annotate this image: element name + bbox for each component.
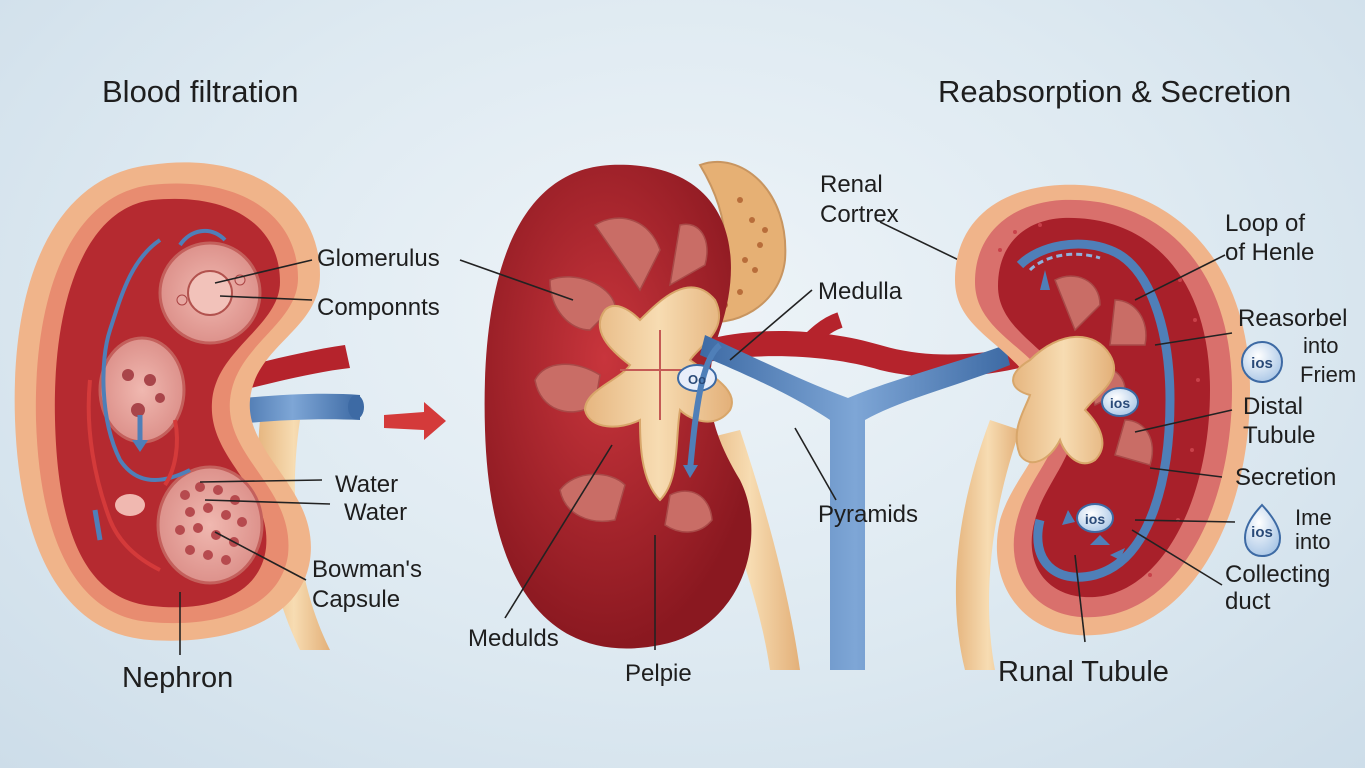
label-cortrex: Cortrex — [820, 201, 899, 228]
label-friem: Friem — [1300, 362, 1356, 387]
right-leader-lines — [1074, 254, 1236, 643]
center-ion-text: Oo — [688, 372, 706, 387]
label-reasorbel: Reasorbel — [1238, 305, 1347, 332]
renal-vein — [700, 335, 1010, 670]
label-runal-tubule: Runal Tubule — [998, 656, 1169, 688]
left-vein — [225, 393, 360, 425]
label-medulds: Medulds — [468, 625, 559, 652]
ion-droplet-icon-1 — [1241, 341, 1283, 383]
left-vein-end — [348, 395, 364, 419]
glomerulus-core — [187, 270, 233, 316]
label-components: Componnts — [317, 294, 440, 321]
ion-text-3: ios — [1110, 395, 1130, 411]
label-duct: duct — [1225, 588, 1271, 615]
label-ime: Ime — [1295, 505, 1332, 530]
right-ureter — [955, 420, 1020, 670]
ion-bubble-kidney-2 — [1076, 503, 1114, 533]
label-tubule: Tubule — [1243, 422, 1316, 449]
center-kidney — [484, 160, 1032, 670]
ion-droplet-icon-2 — [1243, 503, 1282, 558]
renal-pelvis — [583, 286, 733, 502]
label-water-1: Water — [335, 471, 398, 498]
label-of-henle: of Henle — [1225, 239, 1314, 266]
ion-droplets — [1241, 341, 1283, 558]
label-bowmans: Bowman's — [312, 556, 422, 583]
label-pelpie: Pelpie — [625, 660, 692, 687]
title-right: Reabsorption & Secretion — [938, 74, 1291, 109]
bowmans-capsule-structure — [156, 465, 264, 585]
ion-text-4: ios — [1085, 511, 1105, 527]
label-distal: Distal — [1243, 393, 1303, 420]
label-loop-of: Loop of — [1225, 210, 1305, 237]
label-collecting: Collecting — [1225, 561, 1330, 588]
left-kidney — [14, 162, 364, 650]
loop-of-henle-path — [1016, 239, 1175, 582]
label-secretion: Secretion — [1235, 464, 1336, 491]
ion-bubble-kidney-1 — [1101, 387, 1139, 417]
ion-text-2: ios — [1251, 524, 1273, 541]
left-artery — [230, 345, 350, 392]
label-nephron: Nephron — [122, 662, 233, 694]
label-glomerulus: Glomerulus — [317, 245, 440, 272]
label-into-2: into — [1295, 529, 1330, 554]
right-pelvis — [1012, 335, 1116, 465]
ion-text-1: ios — [1251, 355, 1273, 372]
label-renal: Renal — [820, 171, 883, 198]
label-water-2: Water — [344, 499, 407, 526]
label-pyramids: Pyramids — [818, 501, 918, 528]
label-into: into — [1303, 333, 1338, 358]
text-labels: Blood filtration Reabsorption & Secretio… — [102, 74, 1356, 694]
title-left: Blood filtration — [102, 74, 298, 109]
label-medulla: Medulla — [818, 278, 903, 305]
right-kidney — [955, 184, 1250, 670]
flow-arrow-icon — [384, 402, 446, 440]
left-leader-lines — [179, 259, 331, 655]
label-capsule: Capsule — [312, 586, 400, 613]
renal-pyramids — [534, 217, 713, 533]
